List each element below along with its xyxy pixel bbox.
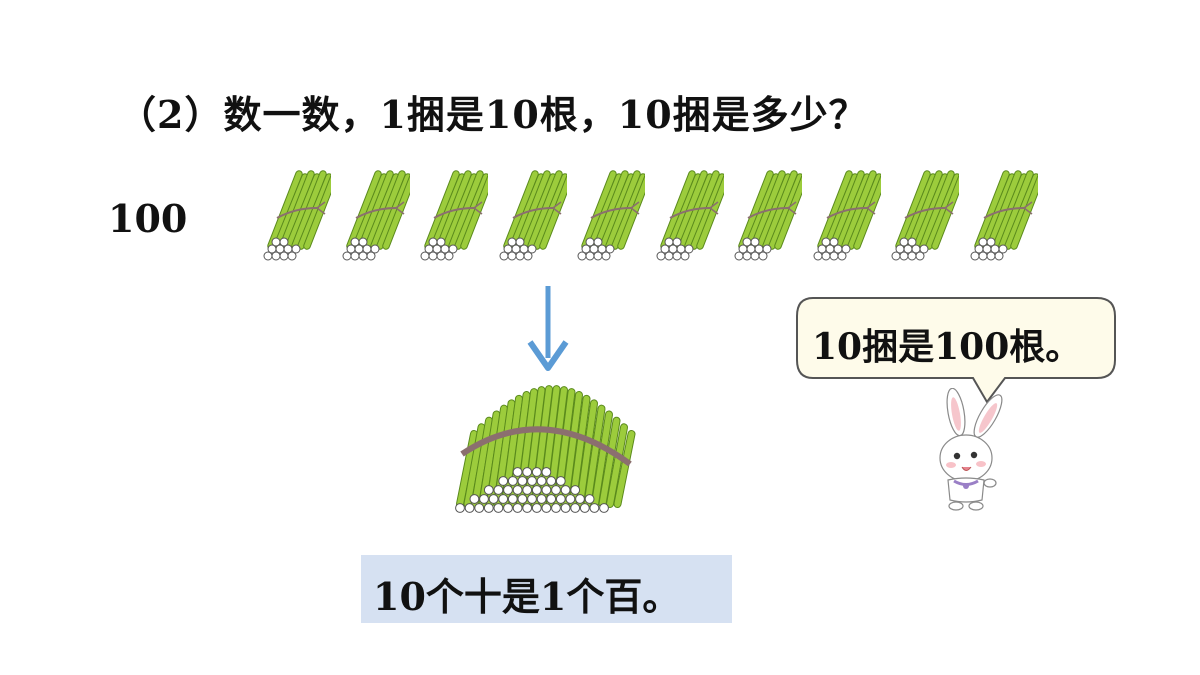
- stick-bundle-icon: [891, 170, 959, 261]
- stick-bundle-icon: [734, 170, 802, 261]
- down-arrow-icon: [527, 286, 569, 371]
- conclusion-text: 10个十是1个百。: [373, 574, 681, 619]
- speech-bubble: [796, 297, 1116, 404]
- speech-text: 10捆是100根。: [812, 326, 1082, 368]
- bundle-row: [255, 168, 1045, 273]
- rabbit-icon: [939, 388, 1003, 511]
- stick-bundle-icon: [420, 170, 488, 261]
- stick-bundle-icon: [263, 170, 331, 261]
- hundred-bundle-icon: [455, 385, 636, 513]
- question-title: （2）数一数，1捆是10根，10捆是多少？: [118, 92, 868, 137]
- stick-bundle-icon: [342, 170, 410, 261]
- count-label: 100: [108, 196, 188, 241]
- stick-bundle-icon: [970, 170, 1038, 261]
- stick-bundle-icon: [577, 170, 645, 261]
- stick-bundle-icon: [499, 170, 567, 261]
- conclusion-box: 10个十是1个百。: [361, 555, 732, 623]
- stick-bundle-icon: [656, 170, 724, 261]
- stick-bundle-icon: [813, 170, 881, 261]
